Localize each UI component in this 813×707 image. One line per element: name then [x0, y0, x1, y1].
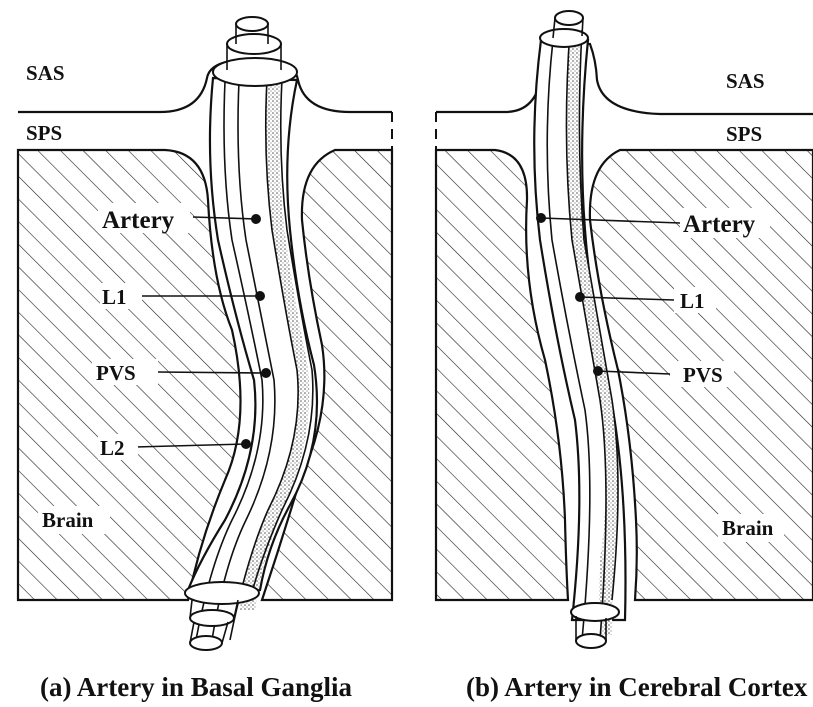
dot-l1-b: [575, 292, 585, 302]
vessel-bottom-cap-outer-b: [571, 603, 619, 621]
label-l1-a: L1: [102, 285, 127, 309]
caption-a: (a) Artery in Basal Ganglia: [40, 672, 352, 702]
vessel-top-cap-outer-b: [540, 29, 588, 47]
vessel-bottom-cap-inner-a: [190, 636, 222, 650]
dot-artery-b: [536, 213, 546, 223]
dot-l2-a: [241, 439, 251, 449]
label-sps-b: SPS: [726, 122, 762, 146]
dot-pvs-b: [593, 366, 603, 376]
panel-b: SAS SPS Artery L1 PVS Brain (b) Artery i…: [436, 11, 813, 702]
label-brain-b: Brain: [722, 516, 774, 540]
label-l2-a: L2: [100, 436, 125, 460]
label-sps-a: SPS: [26, 121, 62, 145]
label-pvs-a: PVS: [96, 361, 136, 385]
dot-pvs-a: [261, 368, 271, 378]
panel-a: SAS SPS Artery L1 PVS L2 Brain (a) Arter…: [18, 17, 392, 702]
dot-artery-a: [251, 214, 261, 224]
vessel-top-cap-inner-a: [236, 17, 268, 31]
vessel-top-cap-inner-b: [555, 11, 583, 25]
label-pvs-b: PVS: [683, 363, 723, 387]
label-artery-a: Artery: [102, 207, 175, 234]
vessel-top-cap-outer-a: [213, 58, 297, 86]
label-brain-a: Brain: [42, 508, 94, 532]
vessel-bottom-cap-inner-b: [576, 634, 606, 648]
vessel-top-cap-mid-a: [227, 34, 281, 54]
vessel-bottom-cap-outer-a: [185, 582, 259, 604]
dot-l1-a: [255, 291, 265, 301]
label-sas-b: SAS: [726, 69, 765, 93]
leader-pvs-a: [158, 372, 266, 373]
label-artery-b: Artery: [683, 211, 756, 238]
caption-b: (b) Artery in Cerebral Cortex: [466, 672, 808, 702]
label-l1-b: L1: [680, 289, 705, 313]
label-sas-a: SAS: [26, 61, 65, 85]
